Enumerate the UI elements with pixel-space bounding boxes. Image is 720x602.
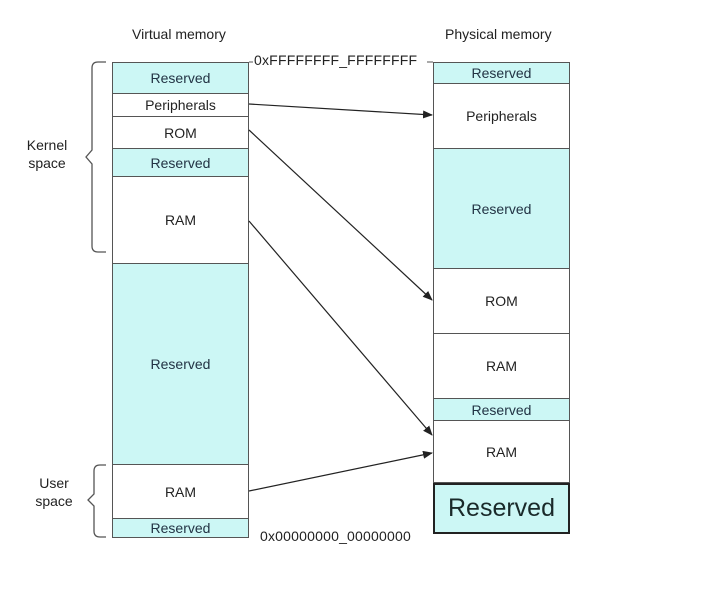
virtual-segment-reserved: Reserved	[112, 518, 249, 538]
physical-segment-peripherals: Peripherals	[433, 83, 570, 149]
bottom-address-label: 0x00000000_00000000	[260, 528, 411, 544]
kernel-space-brace	[85, 61, 106, 253]
virtual-segment-reserved: Reserved	[112, 148, 249, 177]
mapping-arrow-ram-kernel	[248, 220, 433, 436]
virtual-memory-column: Reserved Peripherals ROM Reserved RAM Re…	[112, 62, 249, 538]
virtual-segment-rom: ROM	[112, 116, 249, 149]
virtual-segment-reserved: Reserved	[112, 62, 249, 94]
virtual-segment-ram-kernel: RAM	[112, 176, 249, 264]
physical-memory-column: Reserved Peripherals Reserved ROM RAM Re…	[433, 62, 570, 534]
physical-segment-reserved: Reserved	[433, 62, 570, 84]
user-space-brace	[87, 464, 106, 538]
physical-segment-ram: RAM	[433, 420, 570, 483]
physical-segment-reserved: Reserved	[433, 398, 570, 421]
mapping-arrow-ram-user	[248, 450, 433, 492]
top-address-label: 0xFFFFFFFF_FFFFFFFF	[254, 52, 418, 68]
virtual-segment-reserved: Reserved	[112, 263, 249, 465]
mapping-arrow-rom	[248, 129, 433, 301]
physical-memory-title: Physical memory	[445, 26, 552, 42]
mapping-arrow-peripherals	[248, 103, 433, 119]
physical-segment-rom: ROM	[433, 268, 570, 334]
physical-segment-ram: RAM	[433, 333, 570, 399]
virtual-segment-ram-user: RAM	[112, 464, 249, 519]
physical-segment-reserved-emphasized: Reserved	[433, 483, 570, 534]
virtual-memory-title: Virtual memory	[132, 26, 226, 42]
